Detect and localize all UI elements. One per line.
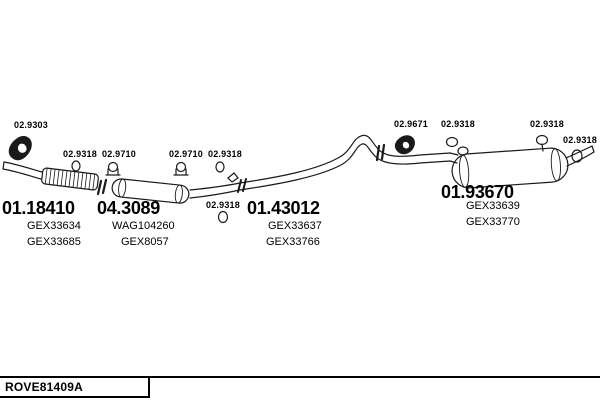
group-part-number: GEX8057: [121, 236, 169, 248]
gasket-icon: [71, 160, 81, 172]
drawing-number-cell: ROVE81409A: [0, 378, 150, 398]
part-ref-label: 02.9318: [208, 149, 242, 159]
intermediate-pipe: [239, 134, 451, 191]
hanger-bracket-icon: [8, 135, 32, 161]
clamp-icon: [105, 161, 121, 176]
group-part-number: WAG104260: [112, 220, 175, 232]
gasket-icon: [215, 161, 225, 173]
tailpipe: [565, 145, 595, 167]
group-part-number: GEX33634: [27, 220, 81, 232]
group-part-number: GEX33770: [466, 216, 520, 228]
front-pipe: [2, 161, 43, 180]
part-ref-label: 02.9671: [394, 119, 428, 129]
part-ref-label: 02.9318: [441, 119, 475, 129]
group-number-label: 01.18410: [2, 198, 75, 218]
group-part-number: GEX33639: [466, 200, 520, 212]
clamp-icon: [173, 161, 189, 176]
part-ref-label: 02.9318: [63, 149, 97, 159]
hanger-ring-icon: [217, 210, 229, 224]
part-ref-label: 02.9318: [563, 135, 597, 145]
part-ref-label: 02.9303: [14, 120, 48, 130]
muffler-inlet: [449, 152, 459, 164]
mid-pipe: [189, 172, 247, 199]
group-part-number: GEX33685: [27, 236, 81, 248]
part-ref-label: 02.9710: [102, 149, 136, 159]
gasket-icon: [445, 136, 459, 148]
resonator: [111, 178, 190, 204]
part-ref-label: 02.9318: [206, 200, 240, 210]
group-part-number: GEX33637: [268, 220, 322, 232]
gasket-icon: [535, 134, 549, 152]
group-number-label: 04.3089: [97, 198, 160, 218]
footer-bar: ROVE81409A: [0, 376, 600, 398]
part-ref-label: 02.9318: [530, 119, 564, 129]
group-number-label: 01.93670: [441, 182, 514, 202]
group-number-label: 01.43012: [247, 198, 320, 218]
flange-joint: [375, 143, 386, 162]
part-ref-label: 02.9710: [169, 149, 203, 159]
flange-joint: [96, 178, 108, 196]
rear-muffler: [451, 147, 569, 189]
hanger-bracket-icon: [394, 135, 415, 155]
drawing-number: ROVE81409A: [5, 380, 84, 394]
group-part-number: GEX33766: [266, 236, 320, 248]
flex-pipe-section: [41, 167, 99, 191]
